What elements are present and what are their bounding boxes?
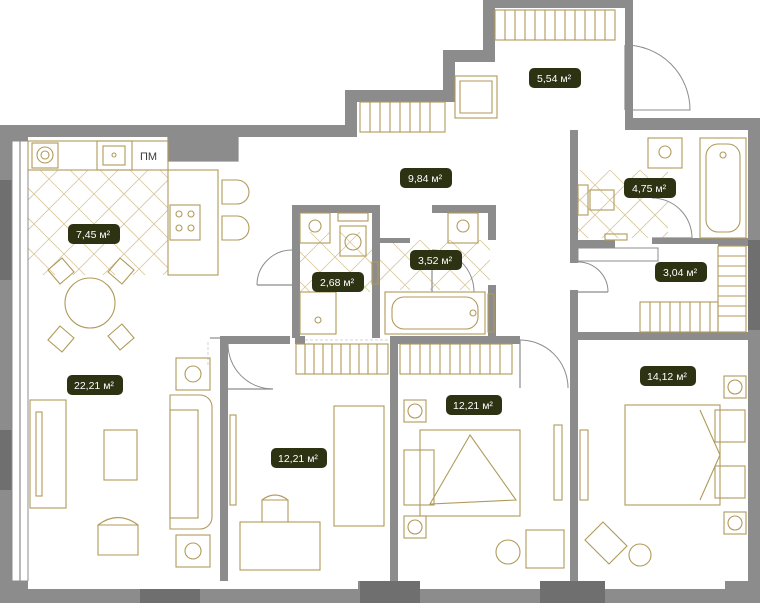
master-bath-furniture [577, 137, 747, 241]
svg-text:5,54 м²: 5,54 м² [537, 73, 572, 85]
badge-hall: 9,84 м² [400, 168, 452, 188]
svg-text:12,21 м²: 12,21 м² [453, 400, 493, 412]
bedroom-middle-furniture [403, 399, 565, 569]
badge-wardrobe: 3,04 м² [655, 262, 707, 282]
kitchen-tiles [28, 170, 168, 275]
wardrobes [295, 9, 747, 375]
dining-furniture [47, 257, 135, 353]
bedroom-right-furniture [579, 375, 747, 567]
svg-text:4,75 м²: 4,75 м² [632, 183, 667, 195]
badge-bath: 3,52 м² [410, 250, 462, 270]
badge-bath-master: 4,75 м² [624, 178, 676, 198]
svg-text:22,21 м²: 22,21 м² [74, 380, 114, 392]
bedroom-left-furniture [229, 405, 385, 571]
svg-text:7,45 м²: 7,45 м² [76, 229, 111, 241]
badge-bedroom-middle: 12,21 м² [446, 395, 502, 415]
svg-text:3,52 м²: 3,52 м² [418, 255, 453, 267]
badge-kitchen: 7,45 м² [68, 224, 120, 244]
svg-text:3,04 м²: 3,04 м² [663, 267, 698, 279]
kitchen-furniture: ПМ [27, 140, 250, 276]
svg-text:9,84 м²: 9,84 м² [408, 173, 443, 185]
badge-living: 22,21 м² [67, 375, 123, 395]
area-badges: 5,54 м² 9,84 м² 7,45 м² 4,75 м² 2,68 м² … [67, 68, 707, 468]
bath-furniture [384, 212, 495, 335]
badge-bedroom-right: 14,12 м² [640, 366, 696, 386]
badge-wc: 2,68 м² [312, 272, 364, 292]
appliance-label: ПМ [140, 151, 157, 163]
balcony-furniture [454, 75, 498, 119]
living-furniture [29, 357, 213, 568]
svg-text:14,12 м²: 14,12 м² [647, 371, 687, 383]
svg-text:2,68 м²: 2,68 м² [320, 277, 355, 289]
svg-text:12,21 м²: 12,21 м² [278, 453, 318, 465]
bath-tiles [380, 240, 490, 290]
badge-bedroom-left: 12,21 м² [271, 448, 327, 468]
badge-balcony: 5,54 м² [529, 68, 581, 88]
